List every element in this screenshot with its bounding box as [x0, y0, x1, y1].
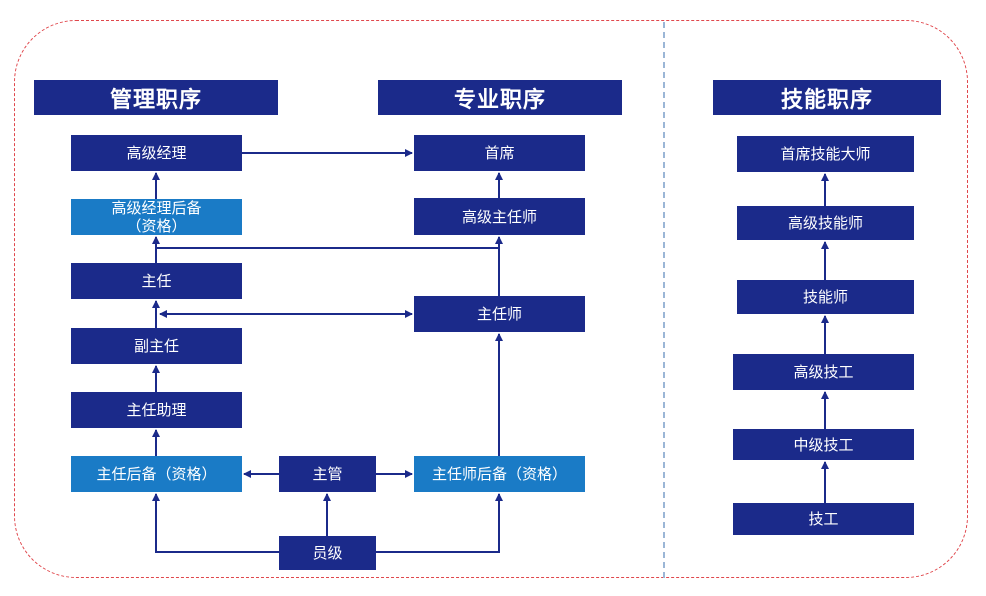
node-director: 主任 [71, 263, 242, 299]
skill-header: 技能职序 [713, 80, 941, 115]
node-intermediate-worker: 中级技工 [733, 429, 914, 460]
node-chief-skill-master: 首席技能大师 [737, 136, 914, 172]
management-header: 管理职序 [34, 80, 278, 115]
outer-frame [14, 20, 968, 578]
node-director-reserve: 主任后备（资格） [71, 456, 242, 492]
node-chief-engineer: 主任师 [414, 296, 585, 332]
professional-header: 专业职序 [378, 80, 622, 115]
arrow-staff-to-chief-engineer-reserve [376, 493, 503, 553]
node-senior-chief-engineer: 高级主任师 [414, 198, 585, 235]
node-director-assistant: 主任助理 [71, 392, 242, 428]
node-chief: 首席 [414, 135, 585, 171]
node-staff: 员级 [279, 536, 376, 570]
node-chief-engineer-reserve: 主任师后备（资格） [414, 456, 585, 492]
node-deputy-director: 副主任 [71, 328, 242, 364]
node-senior-manager-reserve: 高级经理后备 （资格） [71, 199, 242, 235]
node-senior-technician: 高级技能师 [737, 206, 914, 240]
node-supervisor: 主管 [279, 456, 376, 492]
node-worker: 技工 [733, 503, 914, 535]
arrow-staff-to-director-reserve [152, 493, 279, 553]
column-divider [663, 22, 665, 578]
node-senior-manager: 高级经理 [71, 135, 242, 171]
node-senior-worker: 高级技工 [733, 354, 914, 390]
node-technician: 技能师 [737, 280, 914, 314]
